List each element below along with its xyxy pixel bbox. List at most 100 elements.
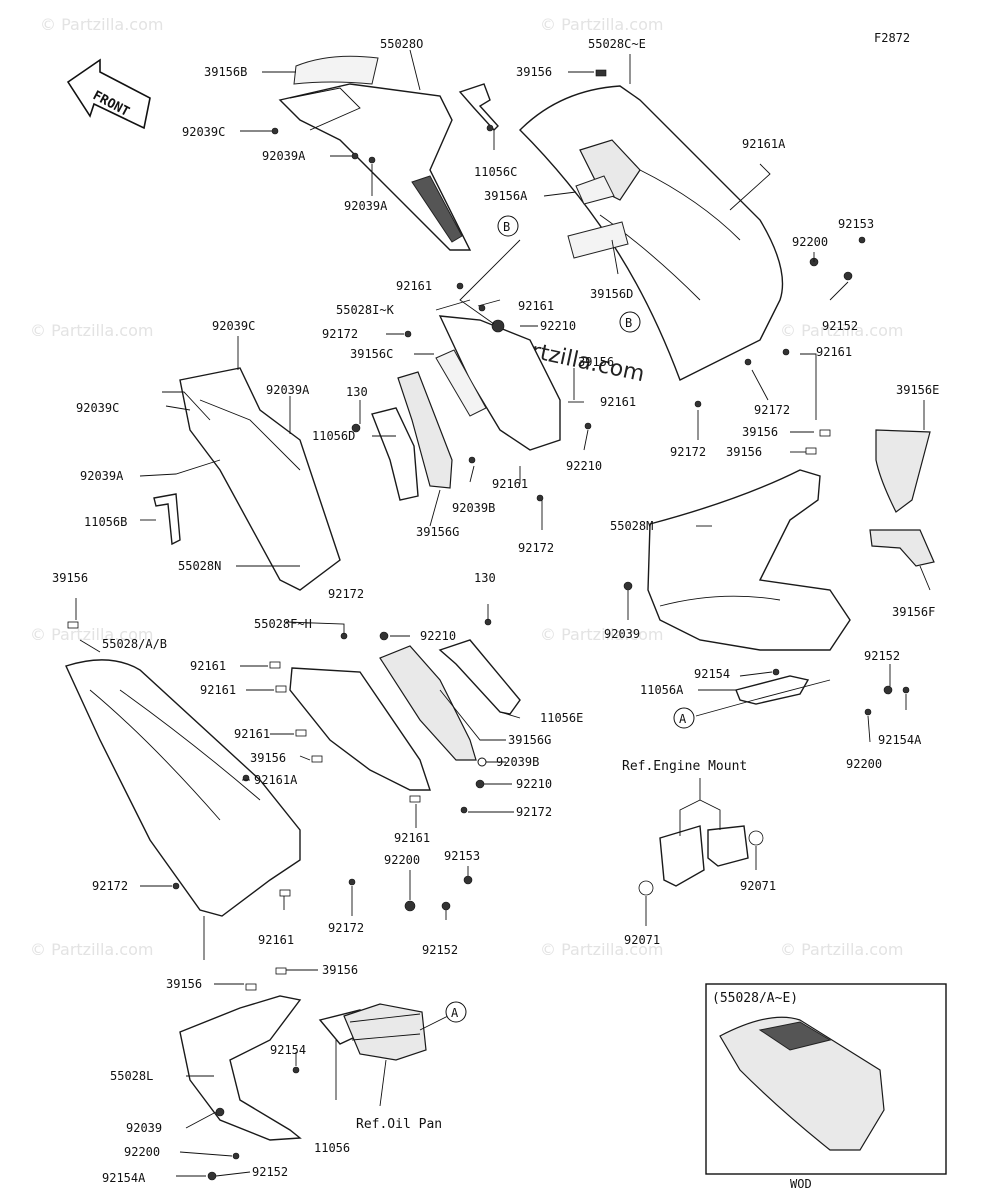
part-label: 55028M: [610, 519, 653, 533]
part-label: 92210: [420, 629, 456, 643]
part-label: 39156: [166, 977, 202, 991]
part-label: 11056: [314, 1141, 350, 1155]
part-label: 92172: [328, 587, 364, 601]
panel-55028N: [179, 367, 341, 591]
part-label: 92152: [864, 649, 900, 663]
callout-b-right: [619, 311, 641, 333]
callout-a-label: A: [451, 1006, 459, 1020]
pad-39156F: [869, 529, 935, 567]
part-label: 92172: [322, 327, 358, 341]
inset-cowl-dark: [758, 1021, 832, 1051]
part-label: 11056A: [640, 683, 684, 697]
part-label: 55028/A/B: [102, 637, 167, 651]
side-panel-upper-left: [153, 367, 341, 591]
part-label: 92161: [396, 279, 432, 293]
inset-box: [705, 983, 947, 1175]
part-label: 92172: [754, 403, 790, 417]
part-label: 11056D: [312, 429, 355, 443]
part-label: 130: [474, 571, 496, 585]
part-label: 55028L: [110, 1069, 153, 1083]
strip-39156D: [567, 221, 629, 259]
callout-a-bottom: [445, 1001, 467, 1023]
part-label: 39156: [250, 751, 286, 765]
part-label: 92152: [422, 943, 458, 957]
bracket-11056B: [153, 493, 181, 546]
watermark: © Partzilla.com: [780, 321, 903, 340]
upper-cowl: [519, 69, 784, 381]
part-label: 92172: [670, 445, 706, 459]
lower-cowl-right: [647, 429, 935, 705]
part-label: 92161: [258, 933, 294, 947]
diagram-id: F2872: [874, 31, 910, 45]
engine-mount-reference: [638, 825, 764, 896]
part-label: 92172: [518, 541, 554, 555]
callout-a-right: [673, 707, 695, 729]
ref-oil-pan: Ref.Oil Pan: [356, 1117, 442, 1132]
part-label: 92200: [124, 1145, 160, 1159]
part-label: 92161: [190, 659, 226, 673]
cover-55028O-slot: [411, 175, 463, 243]
under-cowl: [179, 995, 371, 1141]
part-label: 39156B: [204, 65, 247, 79]
part-label: 39156D: [590, 287, 633, 301]
part-label: 92154A: [102, 1171, 146, 1185]
bracket-11056C: [458, 83, 499, 132]
part-label: 11056E: [540, 711, 583, 725]
part-label: 11056B: [84, 515, 127, 529]
oil-pan: [343, 1003, 427, 1061]
part-label: 92161A: [742, 137, 786, 151]
pad-39156E: [875, 429, 931, 513]
inner-panel-lower: [289, 639, 521, 791]
part-label: 92153: [444, 849, 480, 863]
part-label: 39156: [578, 355, 614, 369]
pad-39156A: [575, 175, 615, 205]
inner-cover-upper: [278, 55, 499, 251]
part-label: 92161: [492, 477, 528, 491]
front-arrow-icon: FRONT: [66, 58, 151, 130]
part-label: 92200: [846, 757, 882, 771]
part-label: 39156: [322, 963, 358, 977]
part-label: 11056C: [474, 165, 517, 179]
part-label: 92172: [92, 879, 128, 893]
part-label: 92161: [394, 831, 430, 845]
part-label: 55028N: [178, 559, 221, 573]
pad-39156B: [293, 55, 379, 85]
callout-b-label: B: [503, 220, 510, 234]
part-label: 92039B: [496, 755, 539, 769]
part-label: 92152: [822, 319, 858, 333]
part-label: 92210: [516, 777, 552, 791]
part-label: 55028I~K: [336, 303, 395, 317]
part-label: 92200: [384, 853, 420, 867]
inset-caption: WOD: [790, 1177, 812, 1191]
part-label: 92172: [516, 805, 552, 819]
watermark: © Partzilla.com: [30, 940, 153, 959]
watermark: © Partzilla.com: [540, 940, 663, 959]
clip-39156: [595, 69, 607, 77]
bracket-11056E: [438, 639, 521, 715]
cowl-55028C-E: [519, 85, 784, 381]
part-label: 92154A: [878, 733, 922, 747]
part-label: 39156: [52, 571, 88, 585]
engine-mount-right: [707, 825, 749, 867]
part-label: 92161: [234, 727, 270, 741]
watermarks: © Partzilla.com © Partzilla.com © Partzi…: [30, 15, 903, 959]
part-label: 92039A: [266, 383, 310, 397]
leader-lines: [75, 49, 931, 1177]
part-label: 92210: [540, 319, 576, 333]
hardware-dots: [67, 124, 910, 1181]
part-label: 92039A: [262, 149, 306, 163]
watermark: © Partzilla.com: [40, 15, 163, 34]
oil-pan-reference: [343, 1003, 427, 1061]
part-label: 39156: [516, 65, 552, 79]
callouts: B B A A: [445, 215, 695, 1023]
part-label: 39156G: [416, 525, 459, 539]
callout-b-top: [497, 215, 519, 237]
strip-39156G-upper: [397, 371, 453, 489]
part-label: 39156E: [896, 383, 939, 397]
ref-engine-mount: Ref.Engine Mount: [622, 759, 747, 774]
part-label: 92161A: [254, 773, 298, 787]
part-label: 92039B: [452, 501, 495, 515]
part-label: 92161: [816, 345, 852, 359]
